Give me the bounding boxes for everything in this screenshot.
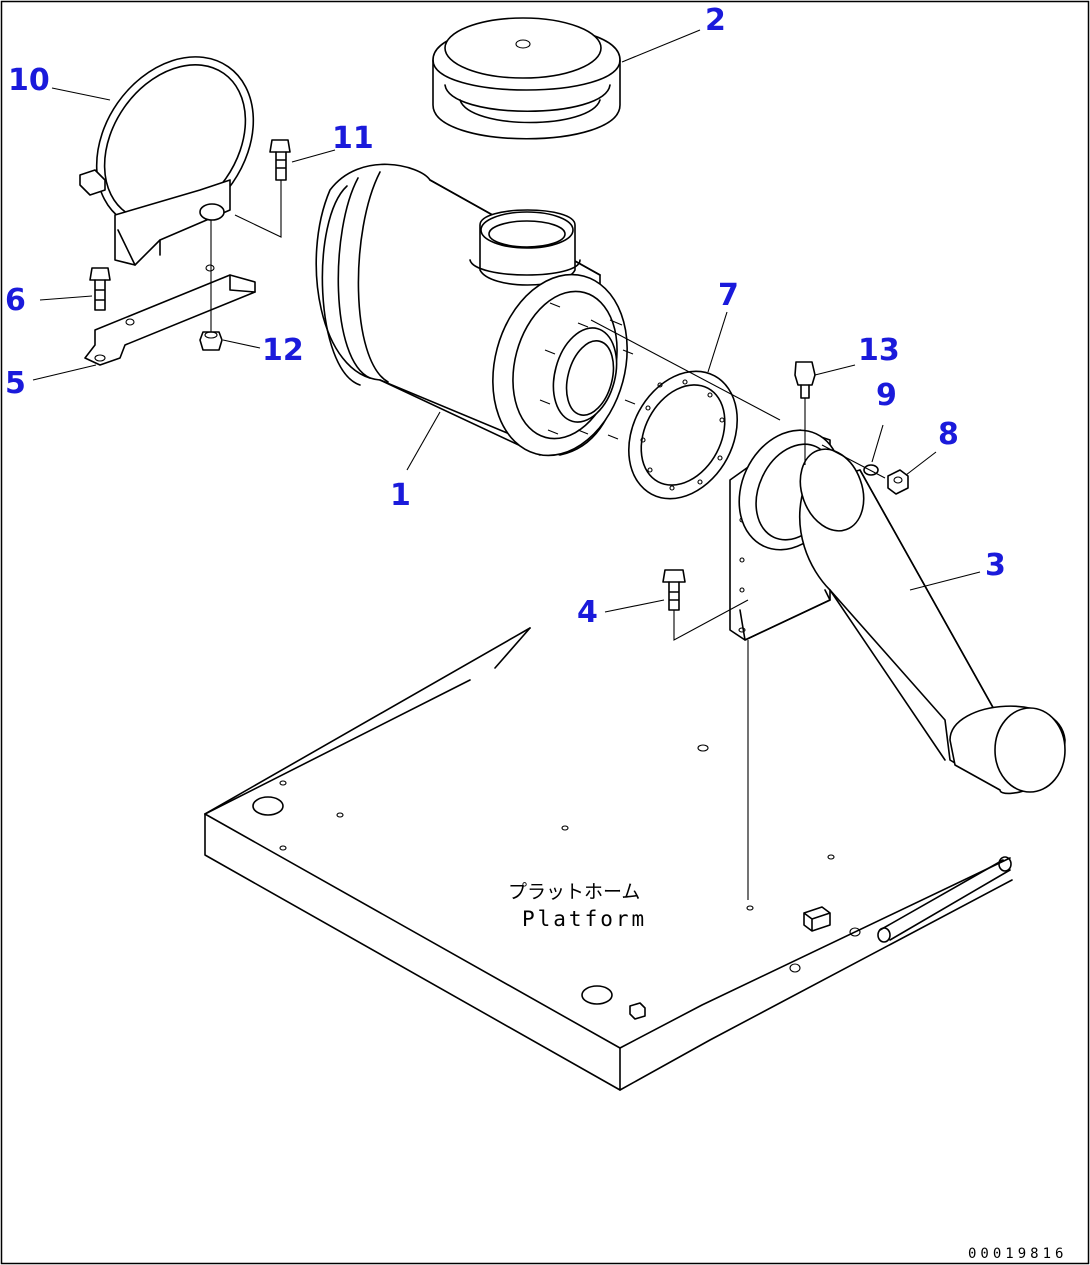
part-2-cap: [432, 17, 621, 140]
callout-8: 8: [938, 417, 959, 452]
assembly-lines: [32, 29, 981, 900]
callout-1: 1: [390, 478, 411, 513]
callout-labels: 1 2 3 4 5 6 7 8 9 10 11 12 13: [5, 3, 1006, 630]
part-13-bolt: [794, 361, 816, 399]
platform-label-japanese: プラットホーム: [508, 881, 640, 903]
callout-7: 7: [718, 278, 739, 313]
callout-13: 13: [858, 333, 900, 368]
part-6-bolt: [89, 267, 111, 311]
callout-10: 10: [8, 63, 50, 98]
callout-2: 2: [705, 3, 726, 38]
part-4-bolt: [662, 569, 686, 611]
callout-11: 11: [332, 121, 374, 156]
platform-label-english: Platform: [522, 907, 647, 931]
callout-6: 6: [5, 283, 26, 318]
part-3-intake-pipe: [729, 429, 1066, 795]
platform-drawing: [204, 627, 1013, 1091]
callout-5: 5: [5, 366, 26, 401]
callout-3: 3: [985, 548, 1006, 583]
drawing-number: 00019816: [968, 1246, 1067, 1262]
part-1-air-cleaner-body: [315, 163, 636, 457]
part-12-nut: [199, 331, 223, 351]
part-5-bracket: [84, 264, 256, 366]
part-8-nut: [887, 469, 909, 495]
part-10-band: [79, 56, 255, 266]
callout-9: 9: [876, 378, 897, 413]
part-11-bolt: [269, 139, 291, 181]
callout-4: 4: [577, 595, 598, 630]
part-7-gasket: [627, 370, 739, 500]
callout-12: 12: [262, 333, 304, 368]
